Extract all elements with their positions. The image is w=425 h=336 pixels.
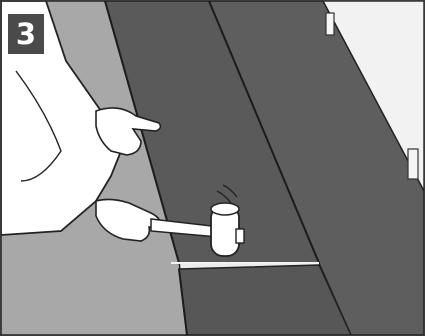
rubber-mallet-icon [211,203,244,256]
step-number-badge: 3 [8,14,44,54]
baseboard-post [408,149,418,179]
baseboard-post [326,13,334,35]
